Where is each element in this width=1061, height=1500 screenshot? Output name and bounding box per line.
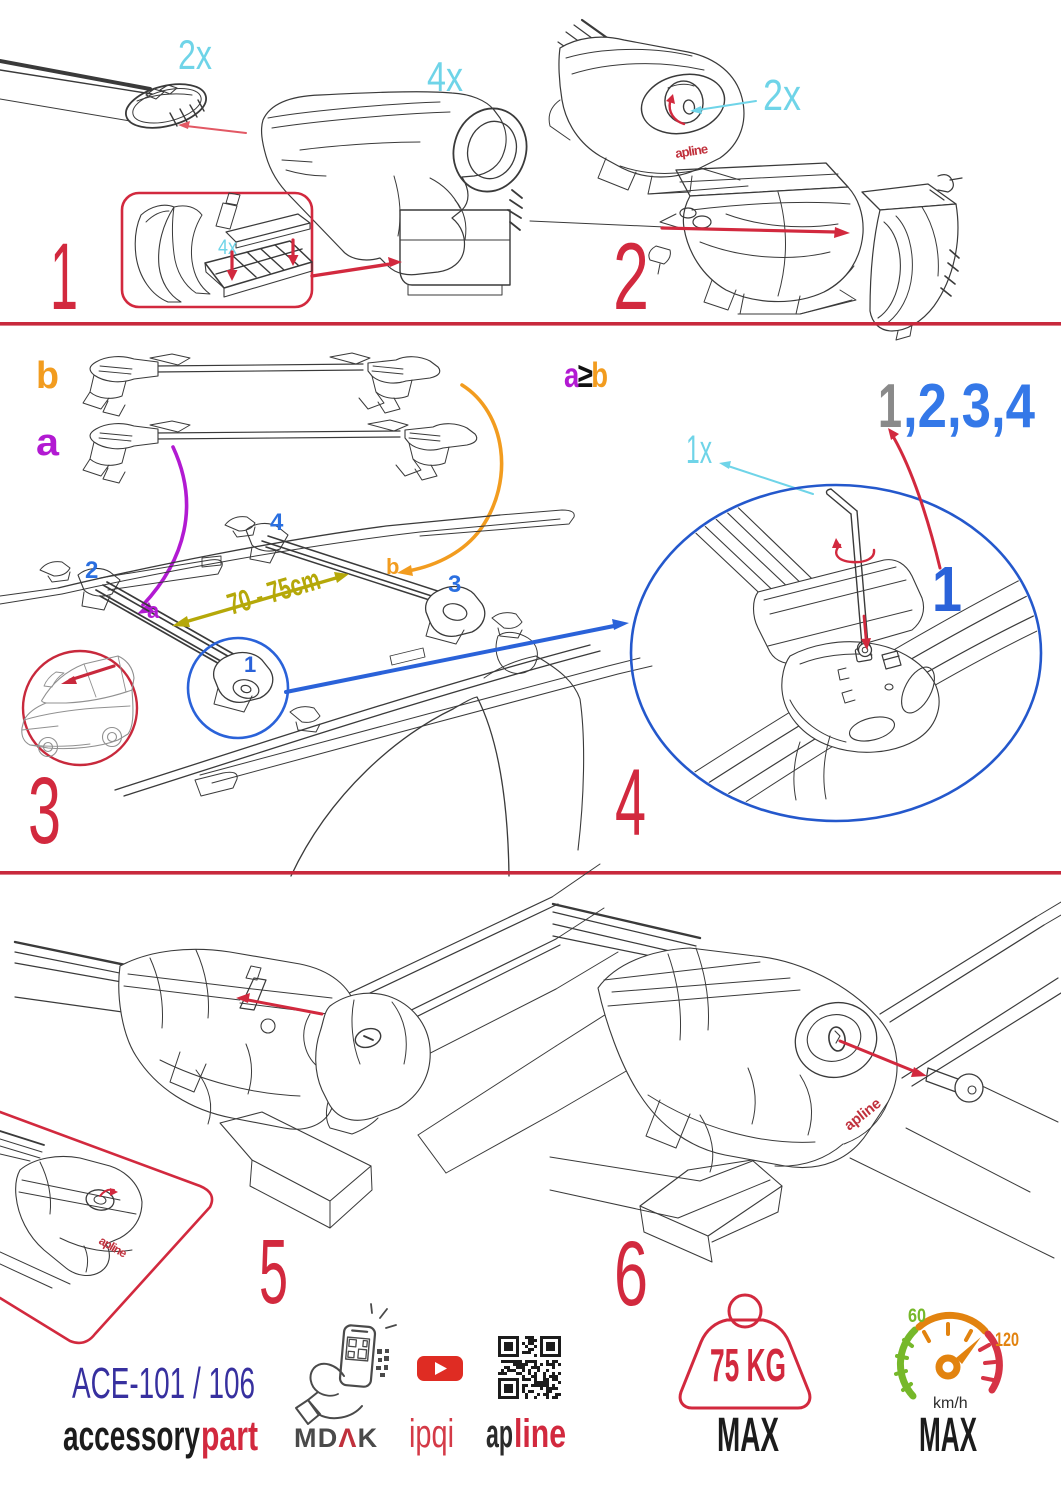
svg-text:2x: 2x (178, 31, 212, 78)
svg-text:3: 3 (28, 758, 61, 864)
svg-text:ap: ap (486, 1412, 513, 1456)
svg-text:4x: 4x (427, 53, 463, 100)
svg-text:a: a (36, 422, 60, 464)
svg-text:a: a (147, 598, 160, 623)
svg-text:4x: 4x (218, 236, 237, 259)
svg-text:2: 2 (613, 224, 649, 330)
svg-text:line: line (514, 1412, 566, 1456)
svg-text:km/h: km/h (933, 1395, 968, 1412)
svg-text:accessory: accessory (63, 1412, 200, 1459)
svg-text:MAX: MAX (919, 1409, 977, 1462)
svg-text:70 - 75cm: 70 - 75cm (224, 563, 324, 622)
svg-text:1: 1 (932, 553, 962, 625)
svg-text:b: b (386, 554, 399, 579)
svg-text:1: 1 (50, 224, 78, 330)
svg-text:75 KG: 75 KG (710, 1339, 786, 1391)
svg-text:4: 4 (270, 509, 284, 536)
svg-text:1x: 1x (686, 428, 712, 472)
svg-text:apline: apline (674, 141, 709, 161)
svg-text:b: b (36, 355, 59, 397)
svg-text:1: 1 (244, 652, 256, 677)
svg-text:ipqi: ipqi (409, 1412, 454, 1456)
svg-text:,2,3,4: ,2,3,4 (903, 372, 1035, 441)
svg-text:ACE-101 / 106: ACE-101 / 106 (72, 1359, 255, 1408)
svg-text:2: 2 (85, 557, 98, 584)
svg-text:MAX: MAX (717, 1409, 779, 1462)
svg-text:4: 4 (615, 750, 646, 856)
svg-text:2x: 2x (763, 71, 801, 120)
svg-text:60: 60 (908, 1306, 926, 1327)
svg-text:5: 5 (259, 1221, 288, 1323)
svg-text:part: part (201, 1412, 258, 1459)
svg-text:3: 3 (448, 571, 461, 598)
svg-text:a≥b: a≥b (564, 356, 608, 395)
svg-text:6: 6 (614, 1223, 648, 1325)
svg-text:MDΛK: MDΛK (294, 1423, 378, 1453)
svg-text:120: 120 (995, 1330, 1019, 1351)
